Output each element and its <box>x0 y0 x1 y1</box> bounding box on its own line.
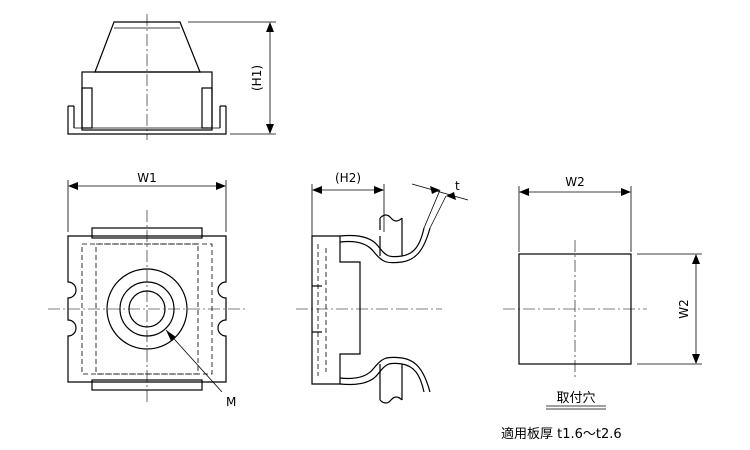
t-thickness-label: t <box>455 179 460 193</box>
side-view <box>296 183 469 404</box>
mounting-hole-caption: 取付穴 <box>556 391 595 406</box>
plan-view <box>48 180 248 402</box>
h2-dimension-label: (H2) <box>335 171 361 185</box>
mounting-hole-view <box>503 186 702 410</box>
h1-dimension-label: (H1) <box>250 65 264 91</box>
w1-dimension-label: W1 <box>137 171 157 185</box>
applicable-plate-thickness-note: 適用板厚 t1.6〜t2.6 <box>501 426 622 442</box>
front-view <box>67 14 276 140</box>
w2-top-dimension-label: W2 <box>565 175 585 189</box>
m-thread-label: M <box>226 395 236 409</box>
w2-side-dimension-label: W2 <box>677 299 691 319</box>
